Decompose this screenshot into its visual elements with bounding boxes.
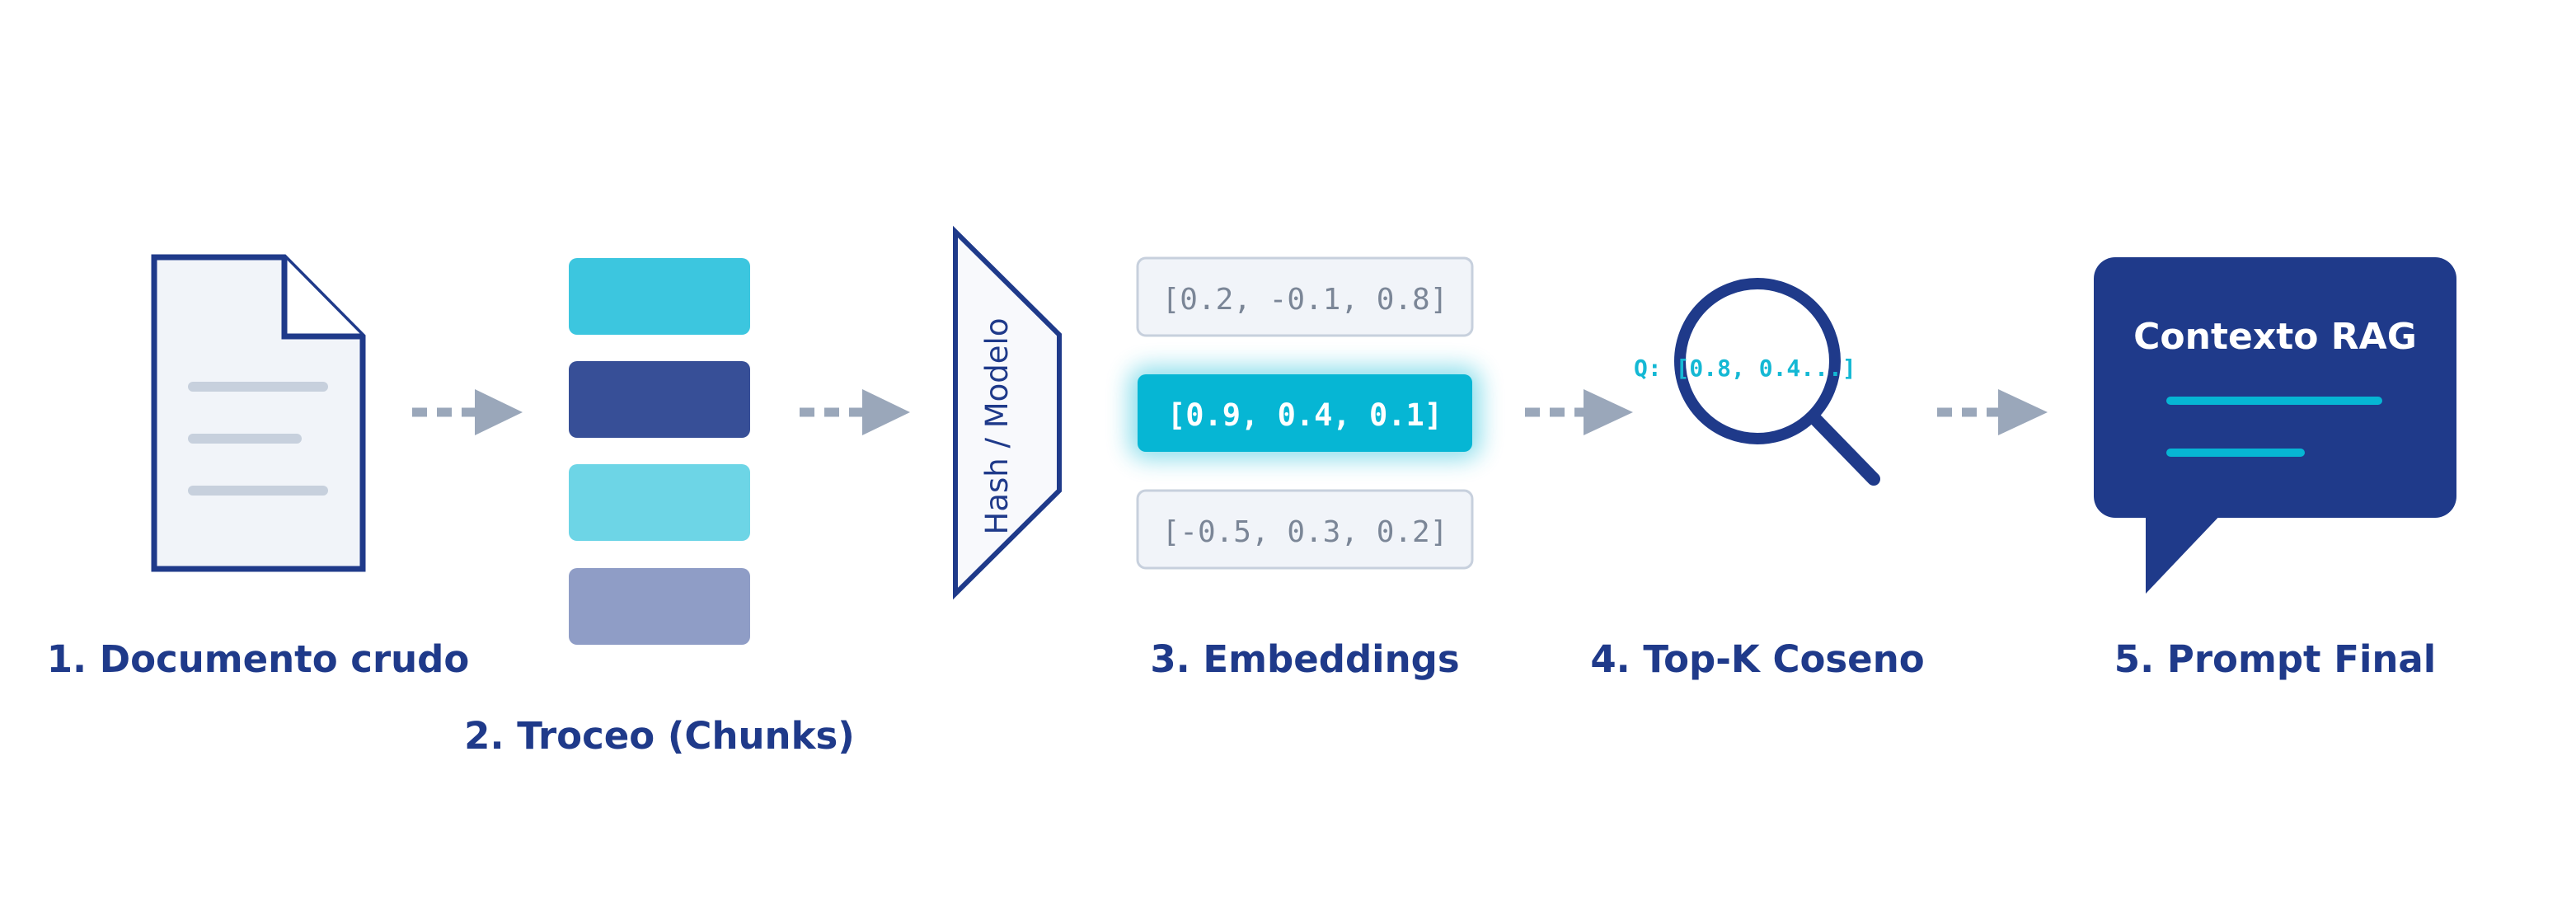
- embedding-vector-highlighted: [0.9, 0.4, 0.1]: [1129, 367, 1480, 459]
- chunk-block: [569, 361, 750, 438]
- svg-text:[-0.5, 0.3, 0.2]: [-0.5, 0.3, 0.2]: [1162, 515, 1448, 549]
- chunk-stack: [569, 258, 750, 645]
- hash-model-trapezoid: Hash / Modelo: [953, 225, 1062, 600]
- embedding-vector: [-0.5, 0.3, 0.2]: [1136, 489, 1474, 570]
- query-vector-label: Q: [0.8, 0.4...]: [1634, 355, 1856, 382]
- arrow-icon: [1937, 389, 2048, 435]
- step-label-chunks: 2. Troceo (Chunks): [464, 714, 855, 758]
- chunk-block: [569, 464, 750, 541]
- arrow-icon: [1525, 389, 1633, 435]
- svg-text:[0.2, -0.1, 0.8]: [0.2, -0.1, 0.8]: [1162, 283, 1448, 317]
- step-label-document: 1. Documento crudo: [47, 637, 470, 681]
- chunk-block: [569, 258, 750, 335]
- chunk-block: [569, 568, 750, 645]
- step-label-embeddings: 3. Embeddings: [1150, 637, 1459, 681]
- context-label: Contexto RAG: [2133, 316, 2417, 358]
- step-label-prompt: 5. Prompt Final: [2114, 637, 2436, 681]
- embedding-vector: [0.2, -0.1, 0.8]: [1136, 256, 1474, 337]
- arrow-icon: [412, 389, 523, 435]
- arrow-icon: [800, 389, 910, 435]
- document-icon: [151, 254, 366, 572]
- step-label-topk: 4. Top-K Coseno: [1590, 637, 1924, 681]
- speech-bubble-icon: Contexto RAG: [2094, 257, 2456, 594]
- hash-model-label: Hash / Modelo: [979, 318, 1015, 535]
- svg-text:[0.9, 0.4, 0.1]: [0.9, 0.4, 0.1]: [1167, 397, 1443, 433]
- magnifier-icon: [1674, 278, 1880, 486]
- embedding-list: [0.2, -0.1, 0.8] [0.9, 0.4, 0.1] [-0.5, …: [1129, 256, 1480, 570]
